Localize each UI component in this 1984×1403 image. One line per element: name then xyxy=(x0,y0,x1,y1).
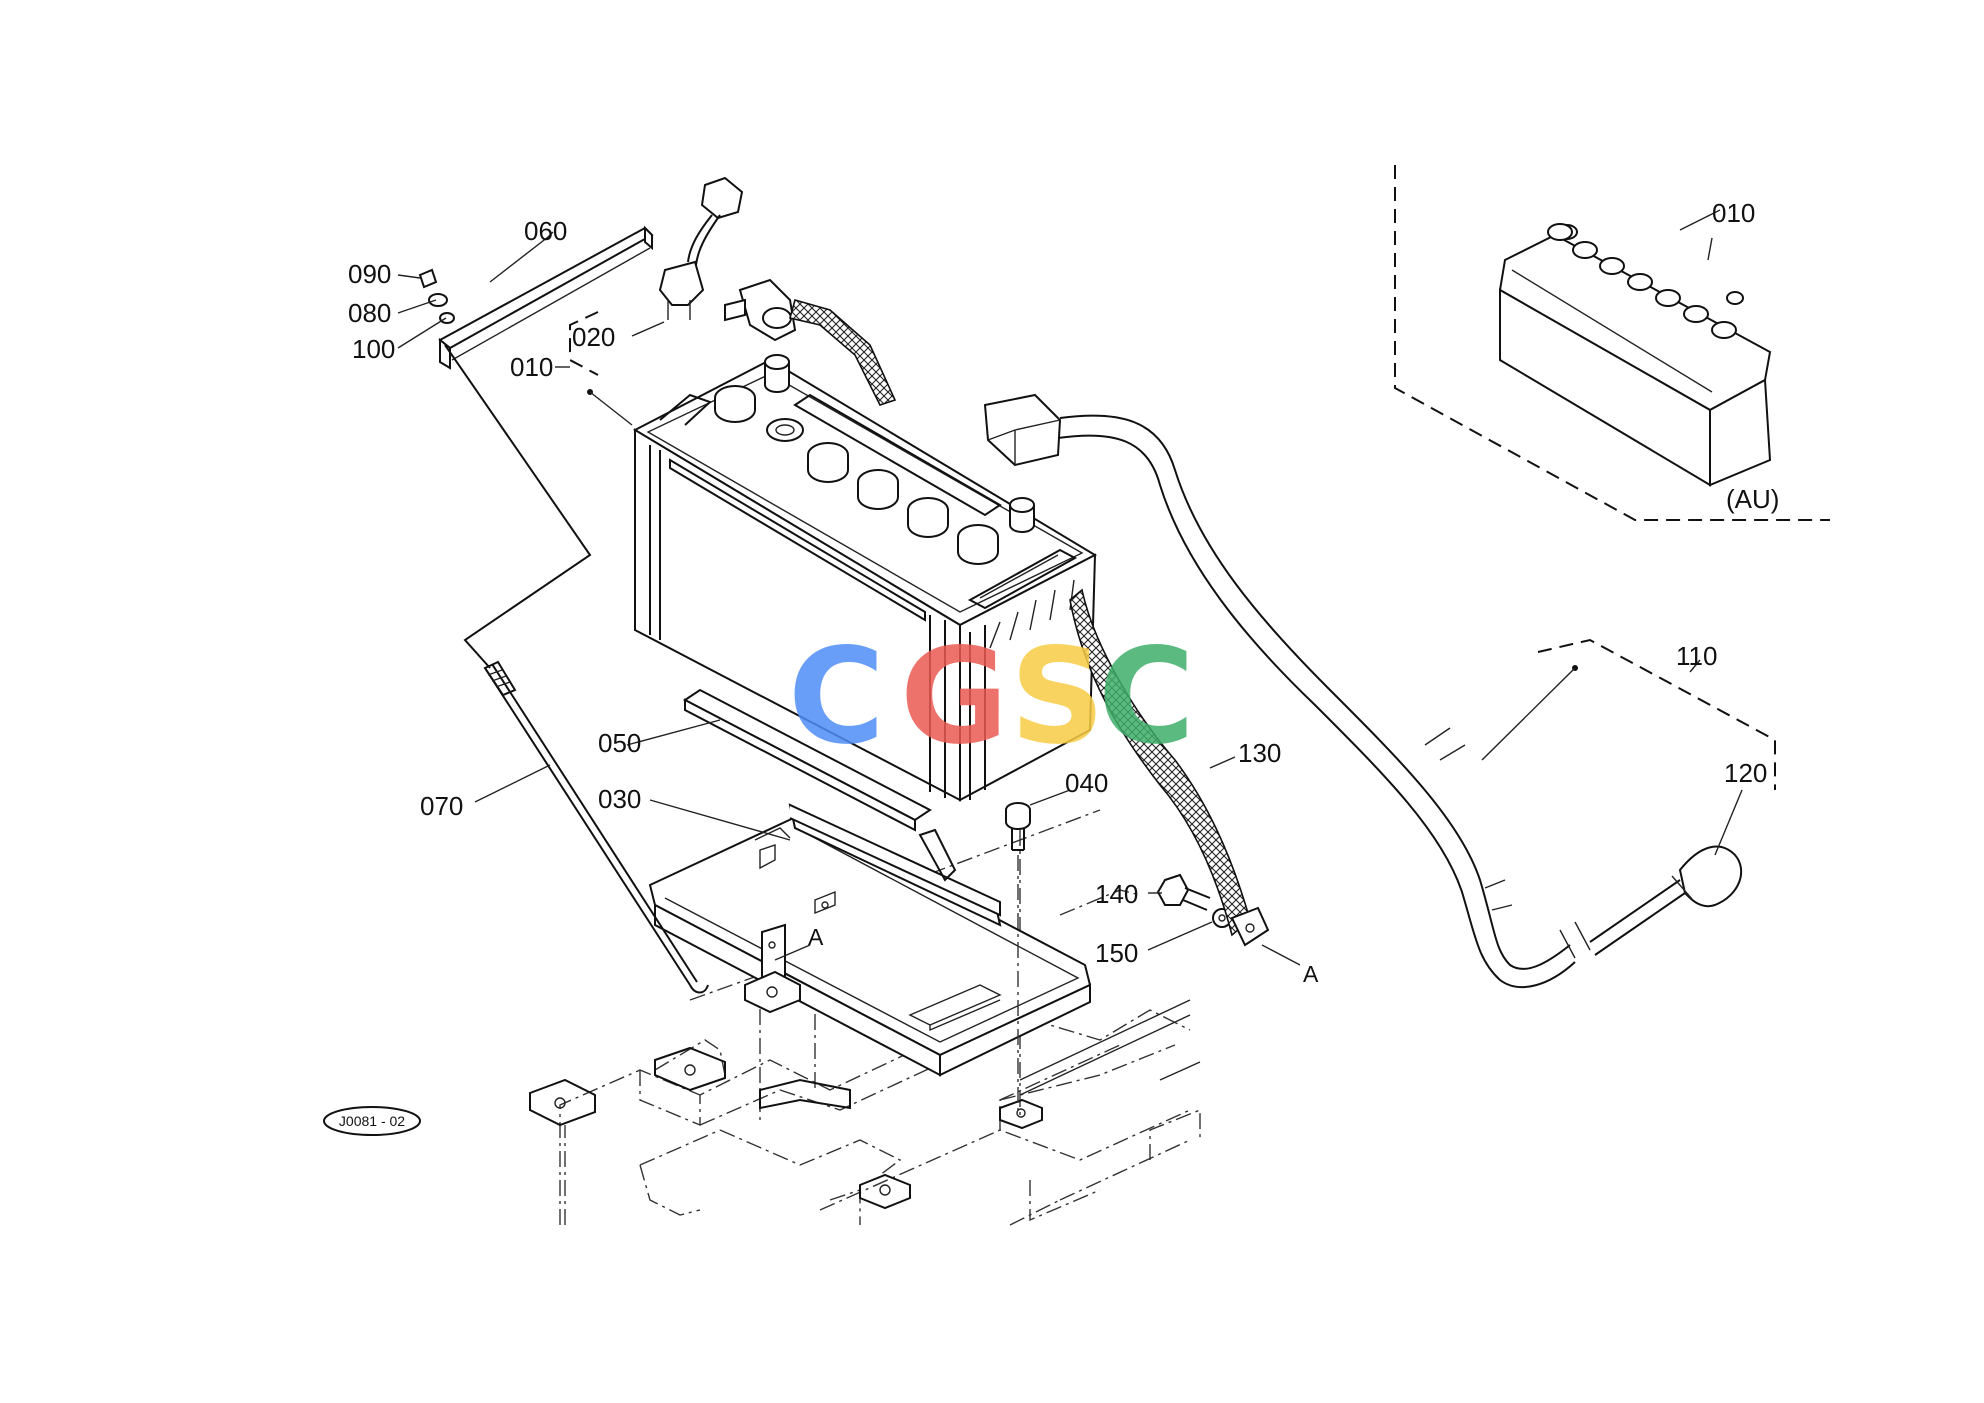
label-030: 030 xyxy=(598,784,641,814)
part-labels: 060 090 080 100 020 010 050 070 030 040 … xyxy=(348,198,1779,987)
terminal-clamp xyxy=(724,278,897,406)
section-mark-a-tray: A xyxy=(808,924,824,950)
watermark-letter-c: C xyxy=(788,620,885,774)
bolt-040 xyxy=(1005,802,1031,1110)
label-040: 040 xyxy=(1065,768,1108,798)
group-brackets xyxy=(569,311,1776,790)
watermark-letter-s: S xyxy=(1010,620,1105,774)
battery-tray xyxy=(648,803,1092,1077)
watermark-letter-g: G xyxy=(900,620,1008,774)
drawing-code: J0081 - 02 xyxy=(323,1106,421,1136)
battery-caps xyxy=(714,385,999,565)
label-060: 060 xyxy=(524,216,567,246)
label-150: 150 xyxy=(1095,938,1138,968)
label-100: 100 xyxy=(352,334,395,364)
positive-cable-110 xyxy=(983,393,1743,989)
chassis-frame xyxy=(529,809,1201,1226)
sensor-020 xyxy=(658,176,744,320)
label-090: 090 xyxy=(348,259,391,289)
label-inset-010: 010 xyxy=(1712,198,1755,228)
battery xyxy=(632,354,1098,802)
ground-strap-130 xyxy=(1069,588,1270,947)
watermark-letter-c2: C xyxy=(1098,620,1195,774)
inset-battery-au xyxy=(1394,165,1830,521)
watermark-logo: C G S C xyxy=(788,620,1195,774)
section-mark-a-strap: A xyxy=(1303,961,1319,987)
label-070: 070 xyxy=(420,791,463,821)
label-010: 010 xyxy=(510,352,553,382)
label-130: 130 xyxy=(1238,738,1281,768)
rod-070 xyxy=(444,344,709,994)
label-020: 020 xyxy=(572,322,615,352)
battery-pad xyxy=(683,688,932,832)
label-au: (AU) xyxy=(1726,484,1779,514)
label-080: 080 xyxy=(348,298,391,328)
bolt-140 xyxy=(1156,873,1232,928)
label-050: 050 xyxy=(598,728,641,758)
label-110: 110 xyxy=(1676,641,1717,671)
leader-lines xyxy=(397,209,1743,966)
drawing-code-text: J0081 - 02 xyxy=(339,1113,405,1129)
inset-battery-caps xyxy=(1547,223,1744,339)
label-120: 120 xyxy=(1724,758,1767,788)
hold-down-bar xyxy=(418,225,654,370)
label-140: 140 xyxy=(1095,879,1138,909)
